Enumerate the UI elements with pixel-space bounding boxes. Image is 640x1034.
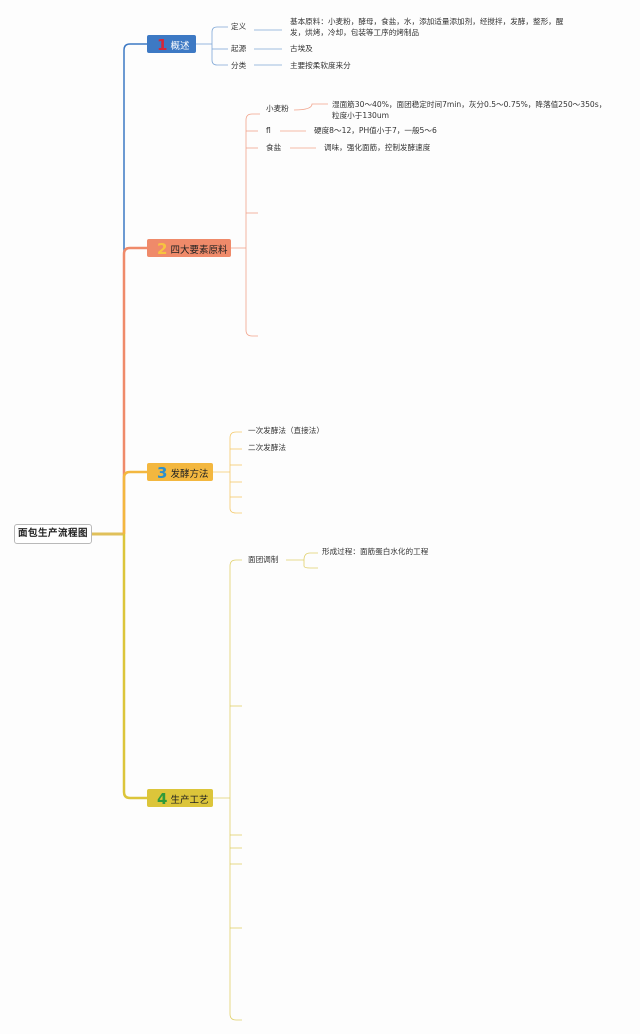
connector-fermentation-group [213, 431, 242, 514]
connector-branch-1 [123, 43, 147, 534]
topic-classification-detail[interactable]: 主要按柔软度来分 [290, 61, 351, 70]
connector-ingredients-group [231, 103, 328, 337]
branch-number: 4 [157, 790, 168, 808]
connector-production-group [213, 552, 318, 1021]
topic-definition[interactable]: 定义 [231, 22, 247, 31]
branch-label: 发酵方法 [170, 469, 209, 480]
topic-dough-mixing[interactable]: 面团调制 [248, 555, 279, 564]
root-node-label: 面包生产流程图 [17, 528, 88, 539]
topic-definition-detail[interactable]: 基本原料：小麦粉，酵母，食盐，水，添加适量添加剂，经搅拌，发酵，整形，醒发，烘烤… [290, 17, 564, 37]
topic-flour-detail[interactable]: 湿面筋30～40%，面团稳定时间7min，灰分0.5～0.75%，降落值250～… [332, 100, 607, 120]
connector-branch-2 [122, 246, 147, 534]
topic-classification[interactable]: 分类 [231, 61, 247, 70]
branch-number: 1 [157, 36, 168, 54]
branch-label: 概述 [170, 41, 190, 52]
root-node[interactable]: 面包生产流程图 [14, 524, 92, 544]
connector-branch-4 [122, 534, 147, 800]
branch-number: 3 [157, 464, 168, 482]
topic-sponge-dough[interactable]: 二次发酵法 [248, 443, 286, 452]
connector-overview-group [196, 26, 282, 66]
topic-flour[interactable]: 小麦粉 [266, 104, 289, 113]
connector-branch-3 [122, 470, 147, 534]
topic-water[interactable]: fl [266, 126, 271, 135]
topic-dough-mixing-detail[interactable]: 形成过程：面筋蛋白水化的工程 [322, 547, 429, 556]
branch-label: 生产工艺 [170, 795, 209, 806]
topic-salt[interactable]: 食盐 [266, 143, 282, 152]
topic-origin[interactable]: 起源 [231, 44, 247, 53]
topic-water-detail[interactable]: 硬度8～12，PH值小于7，一般5～6 [314, 126, 437, 135]
topic-straight-dough[interactable]: 一次发酵法（直接法） [248, 426, 324, 435]
topic-salt-detail[interactable]: 调味，强化面筋，控制发酵速度 [324, 143, 431, 152]
topic-origin-detail[interactable]: 古埃及 [290, 44, 313, 53]
branch-number: 2 [157, 240, 168, 258]
branch-label: 四大要素原料 [170, 245, 228, 256]
